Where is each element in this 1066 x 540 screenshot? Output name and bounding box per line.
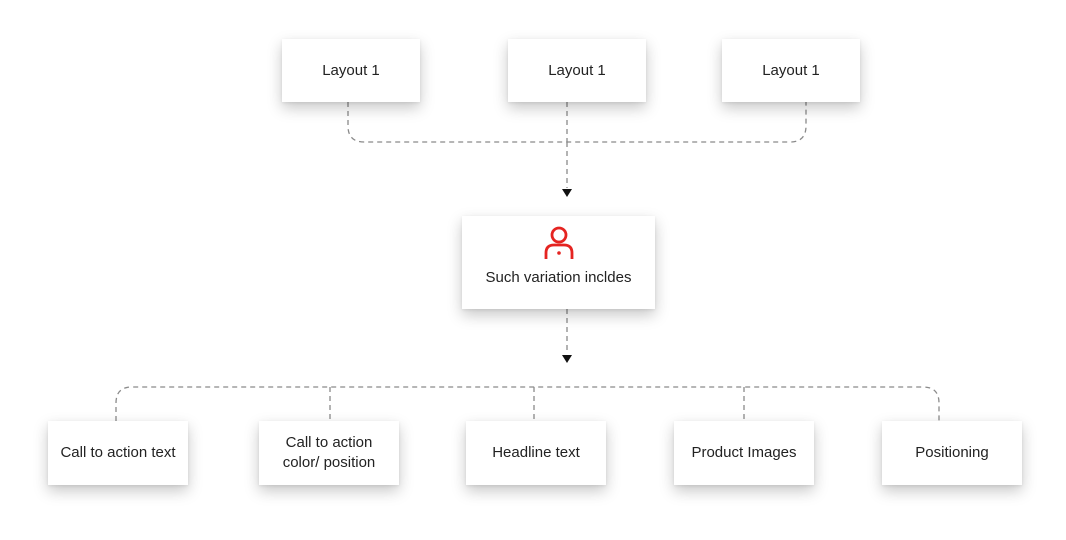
layout-box-3: Layout 1 — [722, 39, 860, 102]
variation-box-4: Product Images — [674, 421, 814, 485]
variation-box-2: Call to action color/ position — [259, 421, 399, 485]
arrow-down-icon — [562, 189, 572, 197]
variation-label: Product Images — [691, 444, 797, 461]
variation-label: Positioning — [915, 444, 989, 461]
variation-label: Headline text — [492, 444, 580, 461]
top-bracket-line — [347, 102, 807, 143]
bottom-bracket-line — [115, 386, 940, 421]
layout-label: Layout 1 — [548, 61, 606, 79]
variation-box-5: Positioning — [882, 421, 1022, 485]
layout-box-2: Layout 1 — [508, 39, 646, 102]
variation-summary-label: Such variation incldes — [485, 269, 632, 286]
variation-box-3: Headline text — [466, 421, 606, 485]
variation-label: Call to action color/ position — [282, 434, 376, 471]
layout-box-1: Layout 1 — [282, 39, 420, 102]
arrow-down-icon — [562, 355, 572, 363]
layout-label: Layout 1 — [762, 61, 820, 79]
person-icon — [544, 226, 573, 259]
layout-label: Layout 1 — [322, 61, 380, 79]
variation-box-1: Call to action text — [48, 421, 188, 485]
variation-label: Call to action text — [60, 444, 176, 461]
variation-summary-box: Such variation incldes — [462, 216, 655, 309]
